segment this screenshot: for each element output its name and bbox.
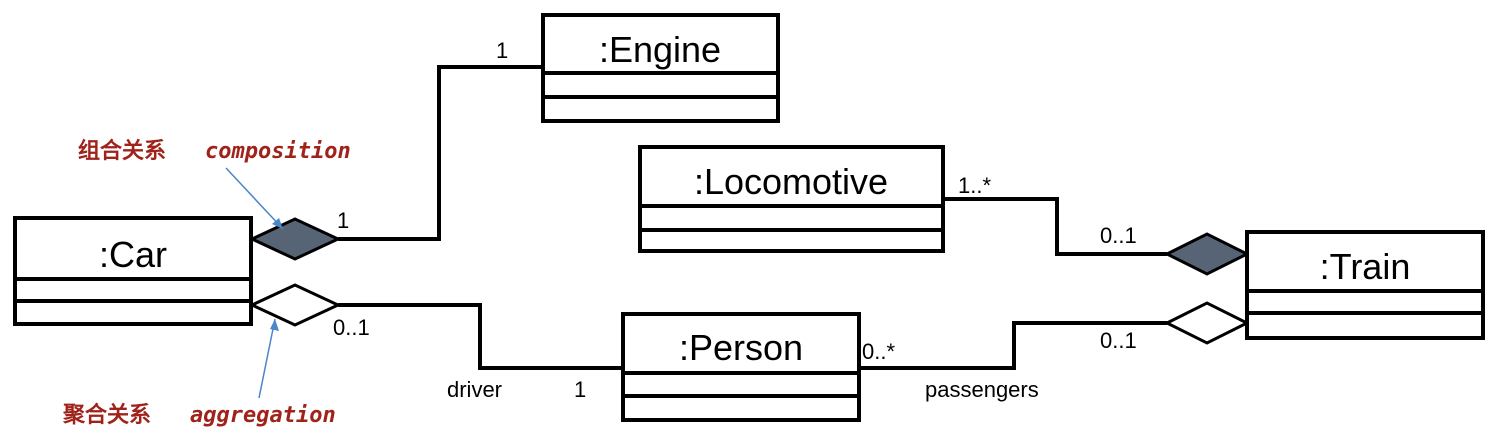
class-engine-name: :Engine: [599, 29, 721, 70]
class-train-name: :Train: [1320, 246, 1411, 287]
composition-label-en: composition: [205, 139, 351, 164]
aggregation-label-cn: 聚合关系: [62, 402, 151, 428]
locomotive-train-link: [945, 197, 1167, 256]
aggregation-pointer-arrowhead: [270, 319, 279, 331]
class-locomotive: :Locomotive: [638, 145, 945, 253]
train-composition-diamond: [1163, 232, 1251, 276]
aggregation-label-en: aggregation: [190, 403, 336, 428]
train-aggregation-diamond: [1163, 301, 1251, 345]
aggregation-annotation: 聚合关系 aggregation: [62, 402, 336, 428]
car-person-link: [338, 303, 623, 370]
mult-locomotive-end: 1..*: [958, 173, 991, 198]
class-train: :Train: [1245, 230, 1485, 340]
class-person: :Person: [621, 312, 861, 422]
aggregation-pointer: [258, 318, 276, 399]
mult-train-composition-end: 0..1: [1100, 223, 1137, 248]
composition-annotation: 组合关系 composition: [78, 138, 351, 164]
car-aggregation-diamond: [248, 283, 342, 327]
composition-pointer: [225, 167, 284, 230]
class-locomotive-name: :Locomotive: [694, 161, 888, 202]
mult-car-aggregation-end: 0..1: [333, 315, 370, 340]
engine-car-link: [338, 65, 543, 241]
class-engine: :Engine: [541, 13, 780, 123]
composition-label-cn: 组合关系: [78, 138, 166, 164]
mult-car-composition-end: 1: [337, 208, 349, 233]
class-person-name: :Person: [679, 327, 803, 368]
class-car-name: :Car: [99, 234, 167, 275]
mult-person-passengers-end: 0..*: [862, 339, 895, 364]
role-driver: driver: [447, 377, 502, 402]
mult-train-aggregation-end: 0..1: [1100, 328, 1137, 353]
class-car: :Car: [13, 216, 253, 326]
role-passengers: passengers: [925, 377, 1039, 402]
mult-person-driver-end: 1: [574, 377, 586, 402]
car-composition-diamond: [248, 217, 342, 261]
person-train-link: [860, 321, 1167, 370]
composition-pointer-arrowhead: [272, 218, 283, 229]
mult-engine-end: 1: [496, 38, 508, 63]
